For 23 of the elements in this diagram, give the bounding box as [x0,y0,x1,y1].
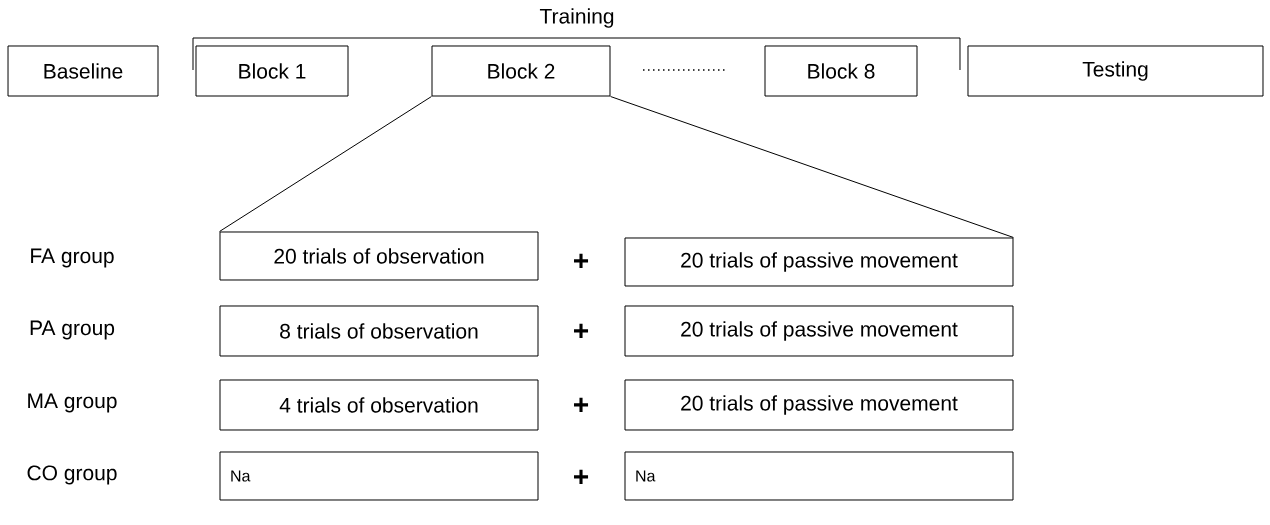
text-label: FA group [31,248,114,268]
text-label: MA group [28,393,117,413]
stage-box: Na [624,451,1014,501]
zoom-line [610,96,1014,238]
zoom-line [219,96,432,232]
text-label: CO group [27,465,117,485]
text-label: + [574,253,589,268]
text-label: + [574,469,589,484]
stage-box: Block 1 [195,45,349,97]
stage-box: Block 8 [764,45,918,97]
stage-box: Block 2 [431,45,611,97]
stage-box: Na [219,451,539,501]
stage-box: 20 trials of passive movement [624,379,1014,431]
text-label: PA group [30,320,115,340]
stage-box: 4 trials of observation [219,379,539,431]
stage-box: 20 trials of passive movement [624,305,1014,357]
text-label: + [574,323,589,338]
text-label: + [574,397,589,412]
stage-box: 20 trials of passive movement [624,237,1014,287]
stage-box: 8 trials of observation [219,305,539,357]
stage-box: Testing [967,45,1264,97]
stage-box: Baseline [7,45,159,97]
stage-box: 20 trials of observation [219,231,539,281]
